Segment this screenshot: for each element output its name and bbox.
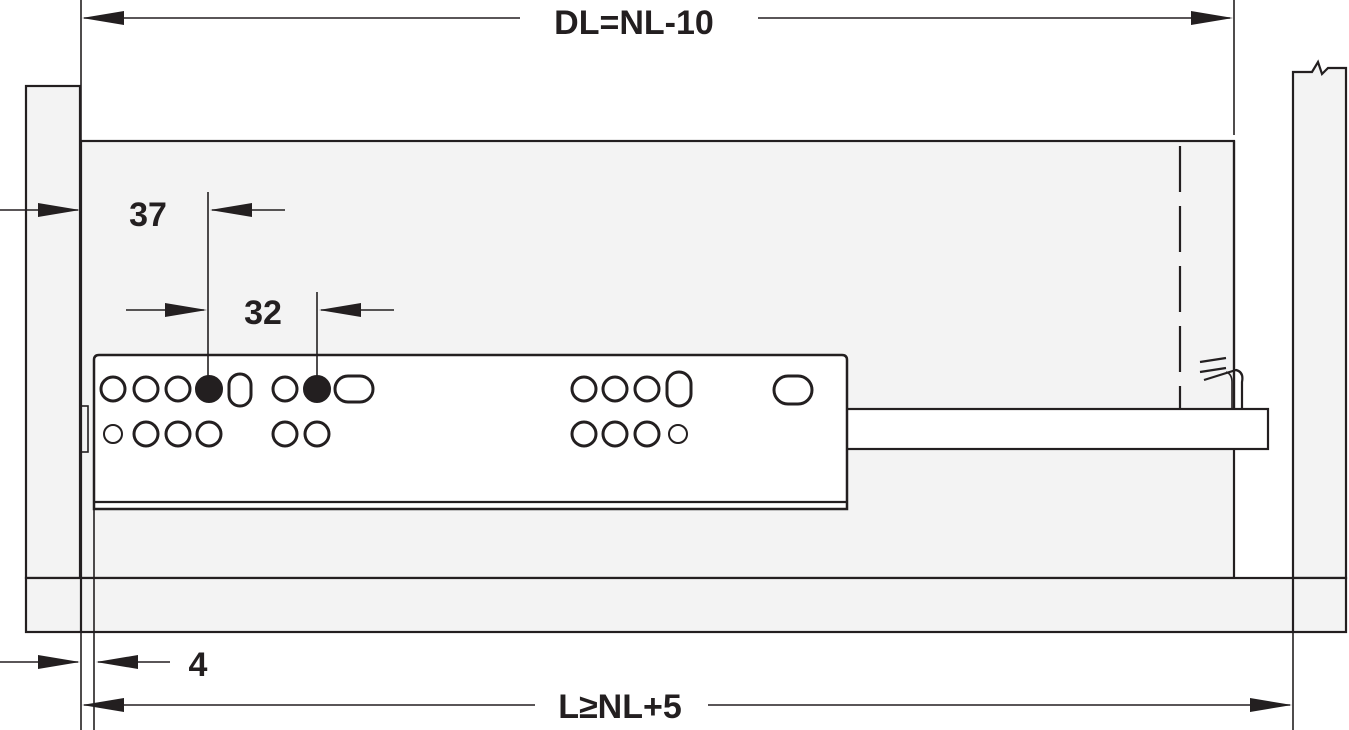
cabinet-side-left [24,84,82,580]
dimension-4-label: 4 [189,646,208,684]
dimension-bottom-label: L≥NL+5 [558,688,682,726]
dimension-top-label: DL=NL-10 [554,4,714,42]
dimension-37-label: 37 [129,196,167,234]
dimension-4 [0,509,170,730]
dimension-top [80,0,1235,141]
dimension-bottom [80,586,1294,730]
cabinet-bottom-board [24,576,1348,634]
dimension-32 [126,292,394,376]
mounting-holes-group-2 [271,374,375,448]
cabinet-side-right [1291,59,1348,580]
dimension-32-label: 32 [244,294,282,332]
mounting-slot [772,374,814,406]
rear-clip [1199,356,1244,409]
dimension-37 [0,192,285,376]
mounting-holes-group-3 [570,370,693,448]
slide-runner-rail [844,407,1270,451]
mounting-holes-group-1 [99,372,253,448]
